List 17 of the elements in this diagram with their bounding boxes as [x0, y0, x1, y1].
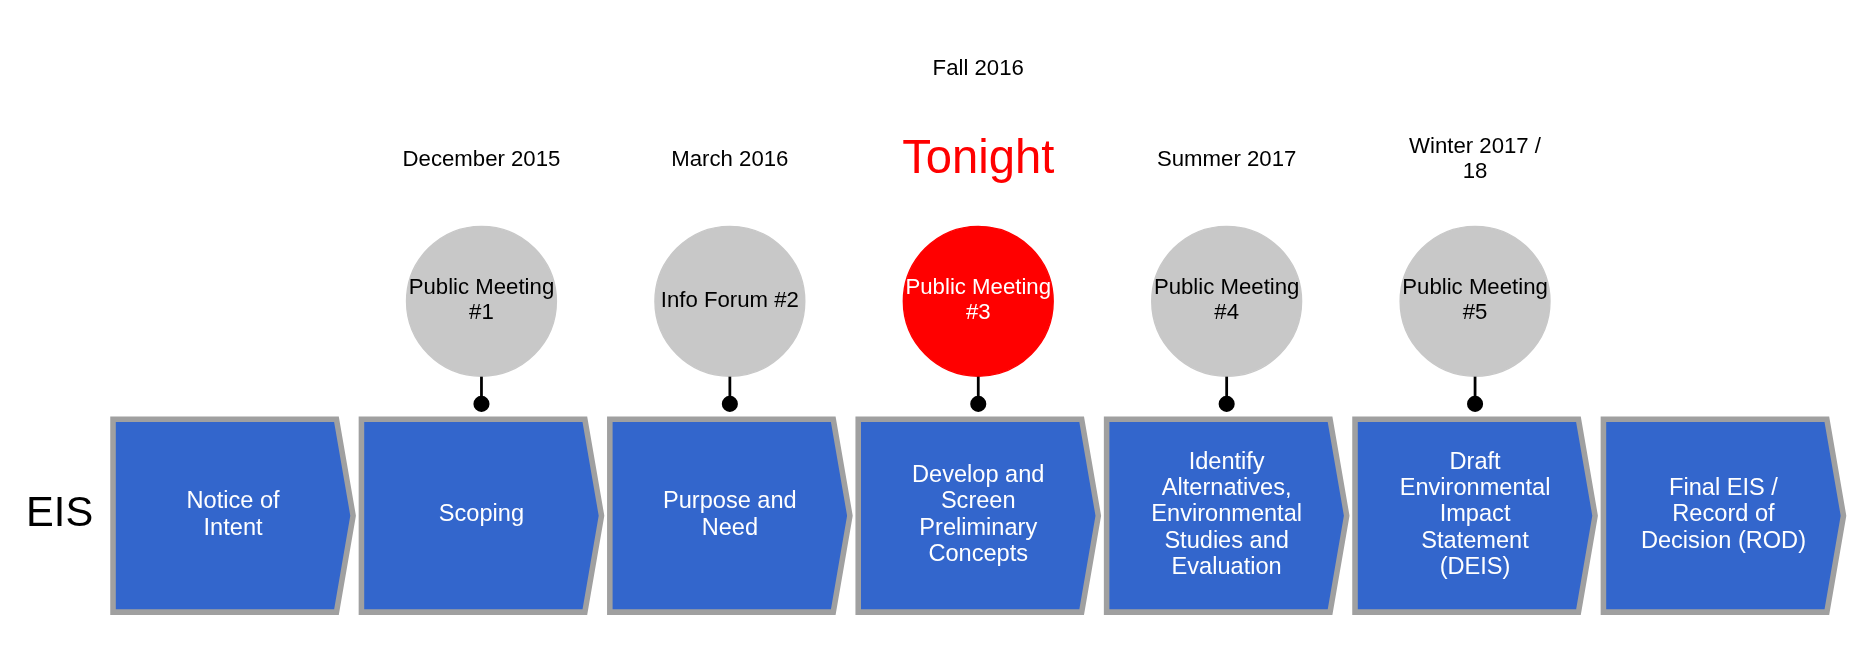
- connector: [473, 376, 490, 412]
- node-label: March 2016: [671, 145, 789, 171]
- node-label: December 2015: [402, 145, 561, 171]
- label: EIS: [26, 488, 94, 536]
- connector: [970, 376, 987, 412]
- node-circle: Public Meeting #3: [902, 225, 1054, 377]
- node-circle: Public Meeting #1: [405, 225, 558, 377]
- node-circle: Info Forum #2: [654, 225, 806, 377]
- node-label: Winter 2017 / 18: [1409, 133, 1542, 184]
- connector: [1467, 376, 1484, 412]
- node-label: Summer 2017: [1156, 145, 1297, 171]
- node-label: Tonight: [902, 129, 1055, 183]
- node-label: Fall 2016: [932, 54, 1024, 80]
- connector: [1218, 376, 1235, 412]
- node-circle: Public Meeting #4: [1151, 225, 1303, 377]
- connector: [721, 376, 738, 412]
- node-circle: Public Meeting #5: [1399, 225, 1551, 377]
